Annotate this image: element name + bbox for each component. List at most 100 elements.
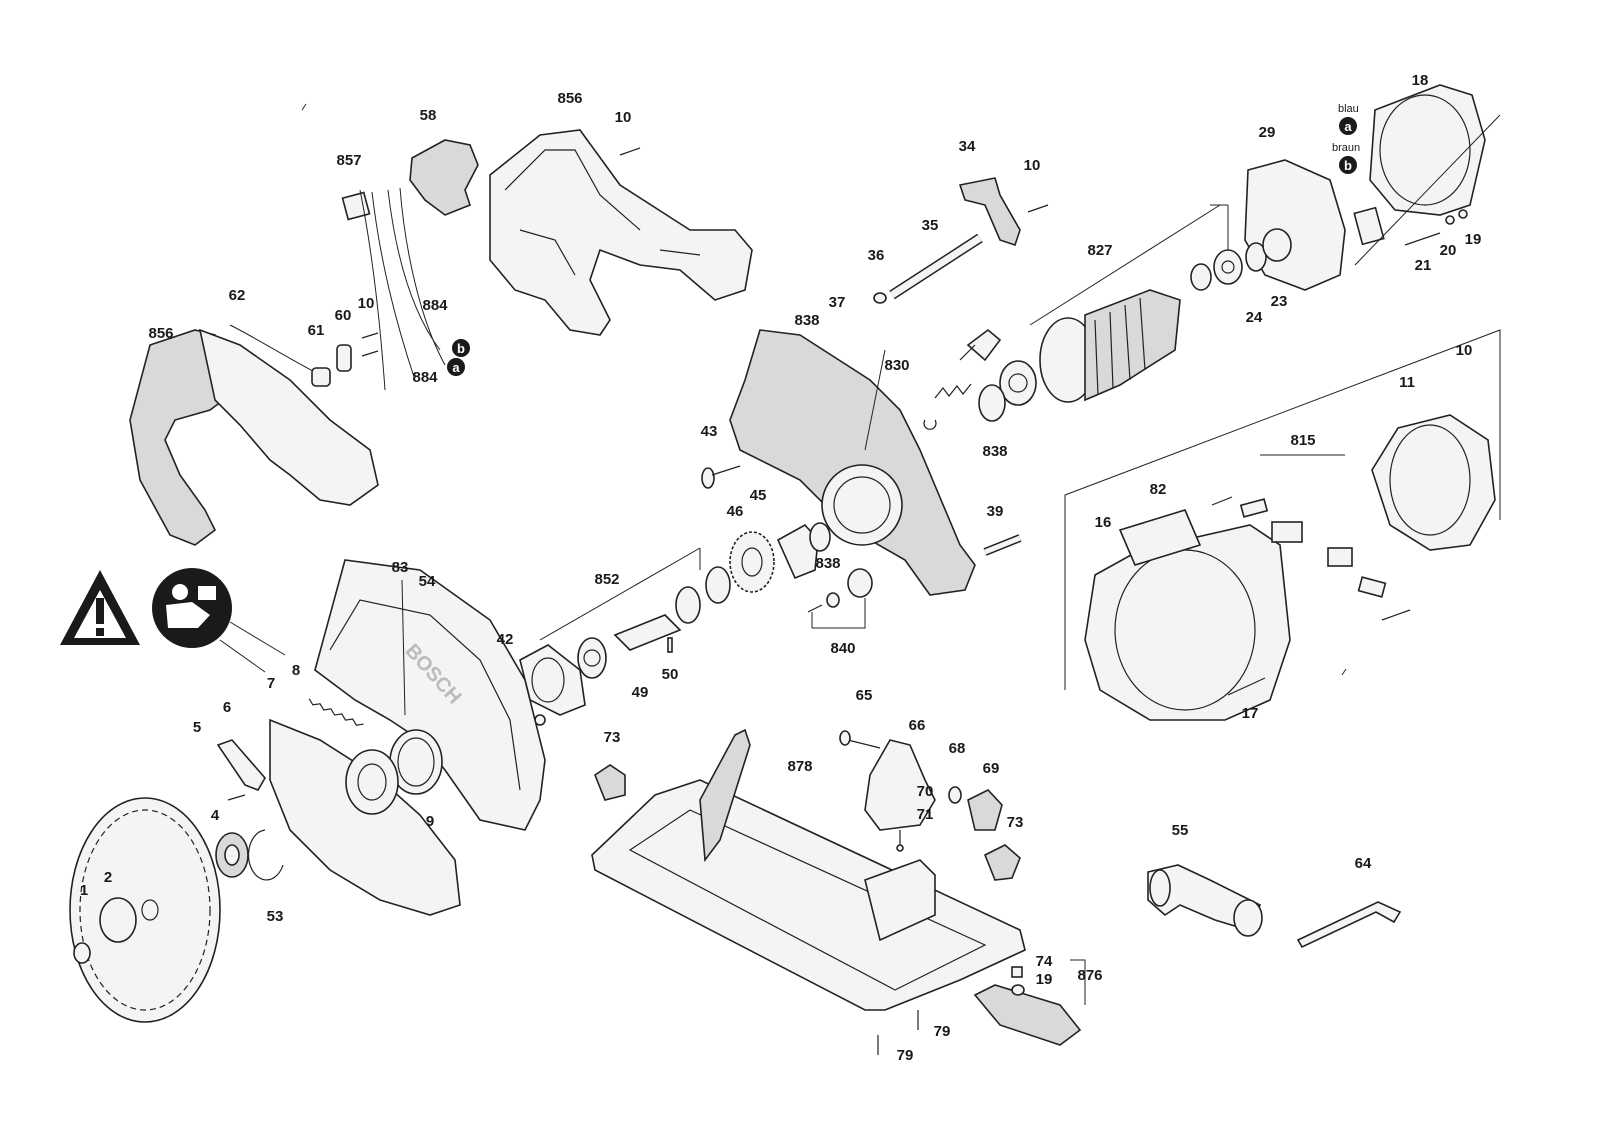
callout-71: 71: [917, 806, 934, 823]
callout-857: 857: [336, 152, 361, 169]
brush-housing-group: [1064, 329, 1501, 721]
handle-half-top: [489, 129, 753, 336]
pin-39: [983, 534, 1022, 556]
callout-50: 50: [662, 666, 679, 683]
svg-text:a: a: [1344, 119, 1352, 134]
callout-4: 4: [211, 807, 220, 824]
spring-8: [308, 698, 364, 726]
hex-key: [1296, 901, 1402, 949]
callout-70: 70: [917, 783, 934, 800]
callout-830: 830: [884, 357, 909, 374]
svg-text:b: b: [1344, 158, 1352, 173]
motor-housing: [729, 329, 976, 596]
callout-49: 49: [632, 684, 649, 701]
callout-815: 815: [1290, 432, 1315, 449]
callout-18: 18: [1412, 72, 1429, 89]
callout-37: 37: [829, 294, 846, 311]
callout-79-a: 79: [934, 1023, 951, 1040]
callout-10-b: 10: [1024, 157, 1041, 174]
callout-34: 34: [959, 138, 976, 155]
callout-46: 46: [727, 503, 744, 520]
switch-assembly: [341, 139, 479, 221]
callout-7: 7: [267, 675, 275, 692]
callout-79-b: 79: [897, 1047, 914, 1064]
wire-label-blau: blau: [1338, 103, 1359, 115]
base-plate: [591, 728, 1026, 1011]
knob-73-b: [983, 844, 1021, 881]
callout-69: 69: [983, 760, 1000, 777]
callout-5: 5: [193, 719, 201, 736]
callout-29: 29: [1259, 124, 1276, 141]
callout-64: 64: [1355, 855, 1372, 872]
callout-58: 58: [420, 107, 437, 124]
gear-assembly: [506, 522, 873, 726]
callout-10-d: 10: [1456, 342, 1473, 359]
callout-54: 54: [419, 573, 436, 590]
callout-2: 2: [104, 869, 112, 886]
callout-66: 66: [909, 717, 926, 734]
lower-guard: [269, 718, 461, 916]
screws-79: [877, 1010, 919, 1055]
cable-wires: [359, 187, 446, 391]
callout-856-top: 856: [557, 90, 582, 107]
svg-text:a: a: [452, 360, 460, 375]
callout-840: 840: [830, 640, 855, 657]
callout-16: 16: [1095, 514, 1112, 531]
callout-35: 35: [922, 217, 939, 234]
callout-17: 17: [1242, 705, 1259, 722]
wire-marker-b-cable: b: [452, 339, 470, 357]
callout-45: 45: [750, 487, 767, 504]
callout-23: 23: [1271, 293, 1288, 310]
callout-10-c: 10: [358, 295, 375, 312]
callout-827: 827: [1087, 242, 1112, 259]
callout-10-a: 10: [615, 109, 632, 126]
clamp-876: [973, 959, 1086, 1046]
callout-8: 8: [292, 662, 300, 679]
read-manual-icon: [152, 568, 232, 648]
svg-text:b: b: [457, 341, 465, 356]
callout-61: 61: [308, 322, 325, 339]
callout-83: 83: [392, 559, 409, 576]
blade-guard: BOSCH: [314, 559, 546, 831]
end-cap: [1244, 159, 1346, 291]
callout-11: 11: [1399, 374, 1415, 391]
wire-marker-b-braun: b braun: [1332, 142, 1360, 174]
callout-36: 36: [868, 247, 885, 264]
callout-1: 1: [80, 882, 88, 899]
callout-82: 82: [1150, 481, 1167, 498]
callout-19-a: 19: [1465, 231, 1482, 248]
screws-handle: [336, 147, 1049, 372]
callout-68: 68: [949, 740, 966, 757]
callout-876: 876: [1077, 967, 1102, 984]
flange-and-ring: [215, 829, 284, 881]
callout-884-b: 884: [412, 369, 438, 386]
wire-marker-a-cable: a: [447, 358, 465, 376]
callout-73-a: 73: [604, 729, 621, 746]
callout-20: 20: [1440, 242, 1457, 259]
callout-42: 42: [497, 631, 514, 648]
callout-21: 21: [1415, 257, 1432, 274]
callout-55: 55: [1172, 822, 1189, 839]
lever-and-rod: [873, 177, 1021, 304]
stator: [1353, 84, 1501, 266]
callout-73-b: 73: [1007, 814, 1024, 831]
bracket-66: [839, 730, 962, 852]
callout-878: 878: [787, 758, 812, 775]
callout-838-b: 838: [982, 443, 1007, 460]
saw-blade: [69, 797, 221, 1023]
knob-69: [967, 789, 1003, 831]
callout-856-left: 856: [148, 325, 173, 342]
callout-74: 74: [1036, 953, 1053, 970]
callout-852: 852: [594, 571, 619, 588]
wire-marker-a-blau: a blau: [1338, 103, 1359, 135]
callout-6: 6: [223, 699, 231, 716]
spring-holder: [923, 328, 1002, 430]
screw-43: [701, 465, 741, 489]
dust-adapter: [1147, 864, 1263, 937]
callout-39: 39: [987, 503, 1004, 520]
knob-73-a: [594, 764, 626, 801]
callout-838-c: 838: [815, 555, 840, 572]
warning-triangle-icon: [60, 570, 140, 645]
